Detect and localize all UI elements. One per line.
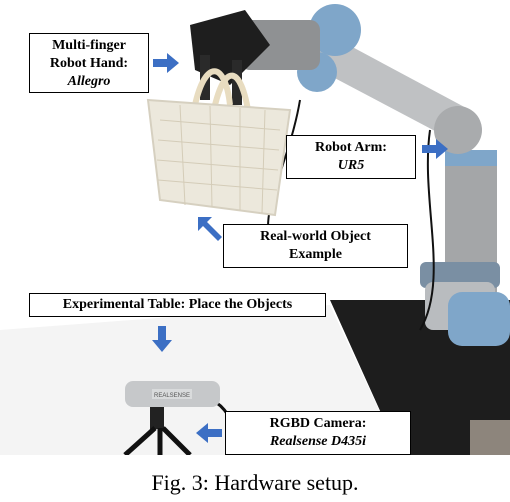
label-robot-arm: Robot Arm: UR5 bbox=[286, 135, 416, 179]
arrow-left-icon bbox=[196, 423, 222, 443]
label-camera: RGBD Camera: Realsense D435i bbox=[225, 411, 411, 455]
label-arm-model: UR5 bbox=[337, 158, 365, 173]
arrow-down-icon bbox=[152, 326, 172, 352]
label-object-line2: Example bbox=[289, 247, 342, 262]
label-table-line1: Experimental Table: Place the Objects bbox=[62, 297, 293, 312]
label-object-line1: Real-world Object bbox=[260, 229, 371, 244]
label-arm-line1: Robot Arm: bbox=[315, 140, 387, 155]
label-robot-hand: Multi-finger Robot Hand: Allegro bbox=[29, 33, 149, 93]
label-object: Real-world Object Example bbox=[223, 224, 408, 268]
label-hand-line2: Robot Hand: bbox=[49, 56, 129, 71]
robot-upper-arm bbox=[310, 35, 470, 140]
camera-brand-text: REALSENSE bbox=[154, 393, 190, 399]
label-camera-line1: RGBD Camera: bbox=[269, 416, 367, 431]
arrow-up-left-icon bbox=[198, 217, 222, 241]
arrow-right-icon bbox=[153, 53, 179, 73]
arrow-right-icon bbox=[422, 139, 448, 159]
label-hand-model: Allegro bbox=[67, 74, 111, 89]
label-hand-line1: Multi-finger bbox=[52, 38, 126, 53]
label-camera-model: Realsense D435i bbox=[269, 434, 367, 449]
label-table: Experimental Table: Place the Objects bbox=[29, 293, 326, 317]
basket-object bbox=[146, 98, 292, 217]
figure-caption: Fig. 3: Hardware setup. bbox=[151, 470, 359, 495]
